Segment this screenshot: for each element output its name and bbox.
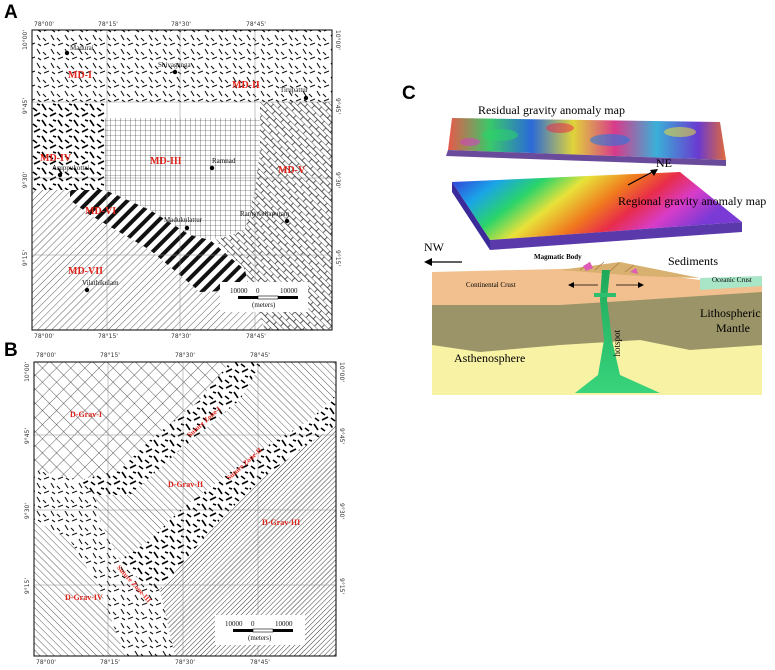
- scale-label-mid: 0: [251, 620, 255, 628]
- zone-label-md-vi: MD-VI: [85, 206, 117, 217]
- sediments-label: Sediments: [668, 254, 718, 268]
- zone-label-d-grav-iii: D-Grav-III: [262, 518, 301, 527]
- tick-label: 78°45': [250, 659, 270, 666]
- belt-suture-iii-area: [34, 470, 175, 656]
- tick-label: 78°45': [246, 333, 266, 340]
- place-label: Ramnad: [212, 157, 236, 165]
- regional-map-title: Regional gravity anomaly map: [618, 194, 767, 208]
- tick-label: 78°30': [175, 352, 195, 359]
- tick-label: 78°30': [175, 659, 195, 666]
- tick-label: 9°30': [338, 503, 345, 520]
- place-label: Madukulattur: [164, 216, 203, 224]
- residual-map-title: Residual gravity anomaly map: [478, 103, 625, 117]
- place-label: Madurai: [70, 44, 94, 52]
- zone-md-vii-area: [32, 190, 265, 330]
- tick-label: 9°45': [334, 98, 341, 115]
- place-label: Shivaganga: [158, 61, 191, 69]
- tick-label: 78°15': [100, 659, 120, 666]
- zone-label-md-v: MD-V: [278, 165, 306, 176]
- scale-unit: (meters): [252, 301, 276, 309]
- magmatic-body-label: Magmatic Body: [534, 253, 582, 261]
- zone-label-md-ii: MD-II: [232, 80, 260, 91]
- panel-b-letter: B: [4, 340, 18, 361]
- continental-crust-label: Continental Crust: [466, 281, 516, 289]
- cross-section: [432, 261, 762, 395]
- tick-label: 9°15': [338, 578, 345, 595]
- zone-md-iii-area: [105, 118, 260, 240]
- panel-b-map: [34, 362, 336, 656]
- tick-label: 9°45': [24, 428, 31, 445]
- north-west-label: NW: [424, 240, 444, 254]
- zone-label-md-vii: MD-VII: [68, 266, 103, 277]
- tick-label: 78°00': [36, 659, 56, 666]
- zone-md-v-area: [215, 102, 332, 330]
- hotspot-label: hotspot: [612, 330, 622, 357]
- tick-label: 78°15': [100, 352, 120, 359]
- zone-label-md-iv: MD-IV: [40, 153, 72, 164]
- panel-c-letter: C: [402, 83, 416, 104]
- zone-label-md-i: MD-I: [68, 70, 92, 81]
- residual-gravity-map: [446, 118, 726, 166]
- tick-label: 78°00': [34, 21, 54, 28]
- zone-d-grav-ii-area: [95, 362, 336, 560]
- belt-suture-i-area: [80, 362, 262, 495]
- scale-label-right: 10000: [280, 287, 298, 295]
- zone-label-d-grav-i: D-Grav-I: [70, 410, 102, 419]
- panel-a-letter: A: [4, 2, 18, 23]
- zone-label-md-iii: MD-III: [150, 156, 182, 167]
- asthenosphere-label: Asthenosphere: [454, 351, 526, 365]
- tick-label: 9°45': [338, 428, 345, 445]
- tick-label: 9°15': [24, 578, 31, 595]
- zone-md-iv-area: [32, 102, 105, 190]
- tick-label: 9°15': [22, 250, 29, 267]
- belt-suture-ii-area: [120, 395, 336, 590]
- zone-d-grav-iv-area: [34, 520, 125, 656]
- tick-label: 9°15': [334, 250, 341, 267]
- zone-d-grav-i-area: [34, 362, 230, 480]
- scale-unit: (meters): [248, 634, 272, 642]
- tick-label: 78°30': [171, 21, 191, 28]
- oceanic-crust-label: Oceanic Crust: [712, 276, 752, 284]
- zone-md-i-area: [32, 30, 332, 102]
- tick-label: 9°45': [22, 98, 29, 115]
- scale-bar-a: [238, 295, 298, 300]
- tick-label: 9°30': [22, 172, 29, 189]
- tick-label: 78°15': [98, 21, 118, 28]
- scale-label-left: 10000: [225, 620, 243, 628]
- place-label: Vilathikulam: [82, 279, 119, 287]
- tick-label: 10°00': [24, 362, 31, 382]
- tick-label: 9°30': [334, 172, 341, 189]
- zone-label-d-grav-ii: D-Grav-II: [168, 480, 204, 489]
- place-label: Tirupattur: [280, 86, 309, 94]
- tick-label: 9°30': [24, 503, 31, 520]
- north-east-label: NE: [656, 156, 672, 170]
- place-label: Aruppukottai: [52, 164, 90, 172]
- tick-label: 78°45': [246, 21, 266, 28]
- tick-label: 78°45': [250, 352, 270, 359]
- tick-label: 78°15': [98, 333, 118, 340]
- zone-label-d-grav-iv: D-Grav-IV: [65, 593, 103, 602]
- tick-label: 78°00': [34, 333, 54, 340]
- zone-d-grav-iii-area: [160, 425, 336, 656]
- tick-label: 10°00': [22, 30, 29, 50]
- tick-label: 78°00': [36, 352, 56, 359]
- scale-label-mid: 0: [256, 287, 260, 295]
- tick-label: 78°30': [171, 333, 191, 340]
- tick-label: 10°00': [338, 362, 345, 382]
- lithospheric-mantle-label-1: Lithospheric: [700, 306, 761, 320]
- tick-label: 10°00': [334, 30, 341, 50]
- scale-bar-b: [233, 628, 293, 633]
- scale-label-right: 10000: [275, 620, 293, 628]
- panel-a-map: [32, 30, 332, 330]
- zone-md-vi-area: [70, 190, 250, 292]
- place-markers-a: [57, 50, 309, 293]
- place-label: Ramanathapuram: [240, 210, 290, 218]
- lithospheric-mantle-label-2: Mantle: [716, 321, 750, 335]
- scale-label-left: 10000: [230, 287, 248, 295]
- regional-gravity-map: [452, 172, 742, 250]
